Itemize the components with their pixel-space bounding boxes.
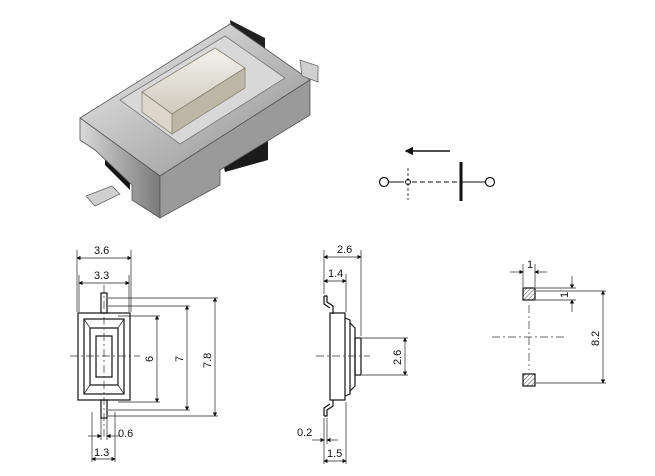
dim-inner-height: 6 — [144, 356, 156, 362]
dim-pad-pitch: 8.2 — [590, 331, 602, 346]
side-view-drawing: 2.6 1.4 2.6 0.2 1.5 — [297, 244, 408, 464]
switch-schematic-symbol — [378, 146, 496, 201]
dim-body-height: 7 — [174, 356, 186, 362]
pad-top — [522, 287, 536, 301]
dim-pad-width: 1 — [527, 259, 533, 271]
dim-body-depth: 1.4 — [328, 268, 343, 280]
dim-pad-height: 1 — [559, 292, 571, 298]
dim-terminal-pitch: 1.3 — [94, 447, 109, 459]
dim-overall-width: 3.6 — [94, 245, 109, 257]
dim-terminal-offset: 1.5 — [327, 448, 342, 460]
dim-overall-height: 7.8 — [202, 353, 214, 368]
dim-terminal-width: 0.6 — [118, 428, 133, 440]
terminal-right — [484, 176, 496, 188]
switch-photo — [79, 20, 319, 219]
dim-body-width: 3.3 — [94, 270, 109, 282]
top-view-drawing: 3.6 3.3 6 7 7.8 0.6 1.3 — [70, 245, 218, 462]
dim-terminal-thickness: 0.2 — [297, 427, 312, 439]
dim-button-height: 2.6 — [392, 350, 404, 365]
dim-overall-depth: 2.6 — [337, 244, 352, 256]
pad-layout-drawing: 1 1 8.2 — [492, 259, 606, 387]
pad-bottom — [522, 373, 536, 387]
terminal-left — [378, 176, 390, 188]
